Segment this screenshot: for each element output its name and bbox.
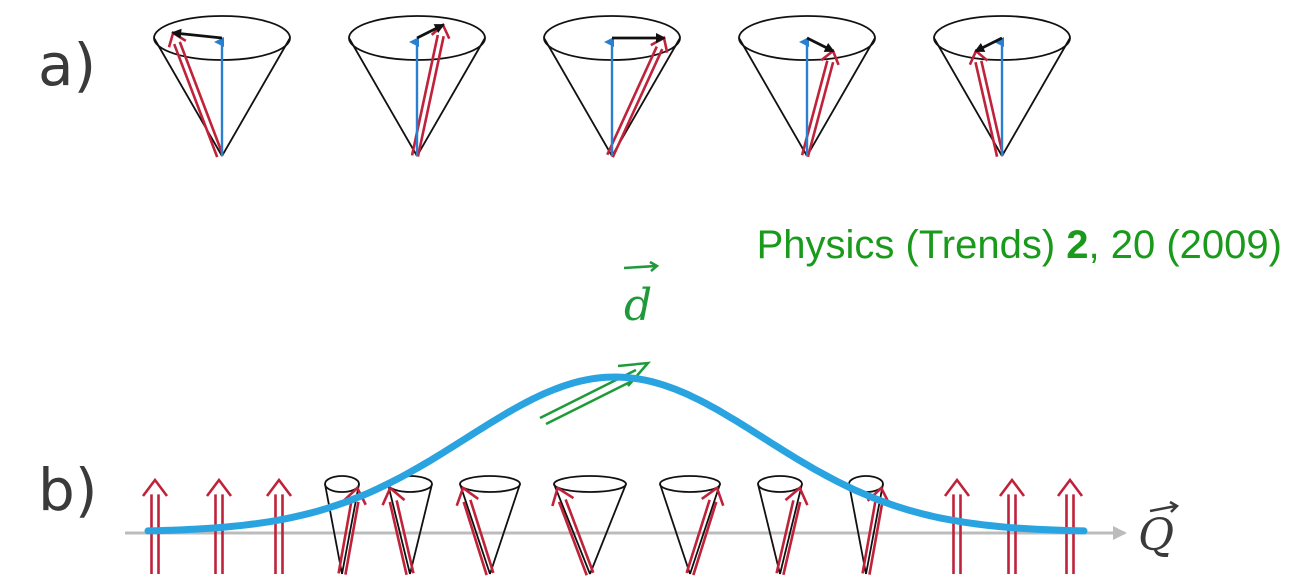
spin-cone (660, 476, 723, 575)
panel-b-spin-chain (143, 476, 1082, 575)
citation-volume: 2 (1066, 223, 1088, 267)
spin-cone (325, 476, 366, 575)
d-vector-label: d (624, 262, 657, 331)
spin-arrow (970, 51, 1003, 157)
panel-a-label: a) (38, 31, 96, 99)
precession-cone (934, 16, 1070, 157)
precession-arrow (976, 38, 1002, 51)
spin-arrow (777, 488, 808, 575)
spin-arrow (169, 33, 223, 157)
d-double-arrow (540, 363, 648, 424)
spin-cone (758, 476, 807, 575)
citation-journal: Physics (Trends) (757, 223, 1067, 267)
cone-rim (460, 476, 520, 492)
spin-arrow-up (945, 480, 969, 574)
q-vector-label: Q (1138, 502, 1177, 561)
svg-text:d: d (624, 280, 652, 331)
spin-cone (383, 476, 432, 575)
precession-arrow (807, 38, 833, 51)
precession-cone (349, 16, 485, 157)
spin-cone (457, 476, 520, 575)
spin-arrow-up (267, 480, 291, 574)
cone-rim (758, 476, 802, 492)
precession-cone (544, 16, 680, 157)
panel-b-label: b) (38, 456, 97, 524)
precession-cone (739, 16, 875, 157)
d-vector-arrow-icon (624, 266, 656, 268)
spin-arrow (383, 488, 414, 575)
spin-arrow (607, 38, 667, 157)
panel-a-cones (154, 16, 1070, 157)
cone-rim (660, 476, 720, 492)
citation: Physics (Trends) 2, 20 (2009) (757, 223, 1282, 267)
svg-text:Q: Q (1138, 510, 1174, 561)
cone-rim (554, 476, 626, 492)
spin-cone (552, 476, 626, 575)
citation-rest: , 20 (2009) (1089, 223, 1282, 267)
precession-arrow (417, 25, 443, 38)
precession-cone (154, 16, 290, 157)
